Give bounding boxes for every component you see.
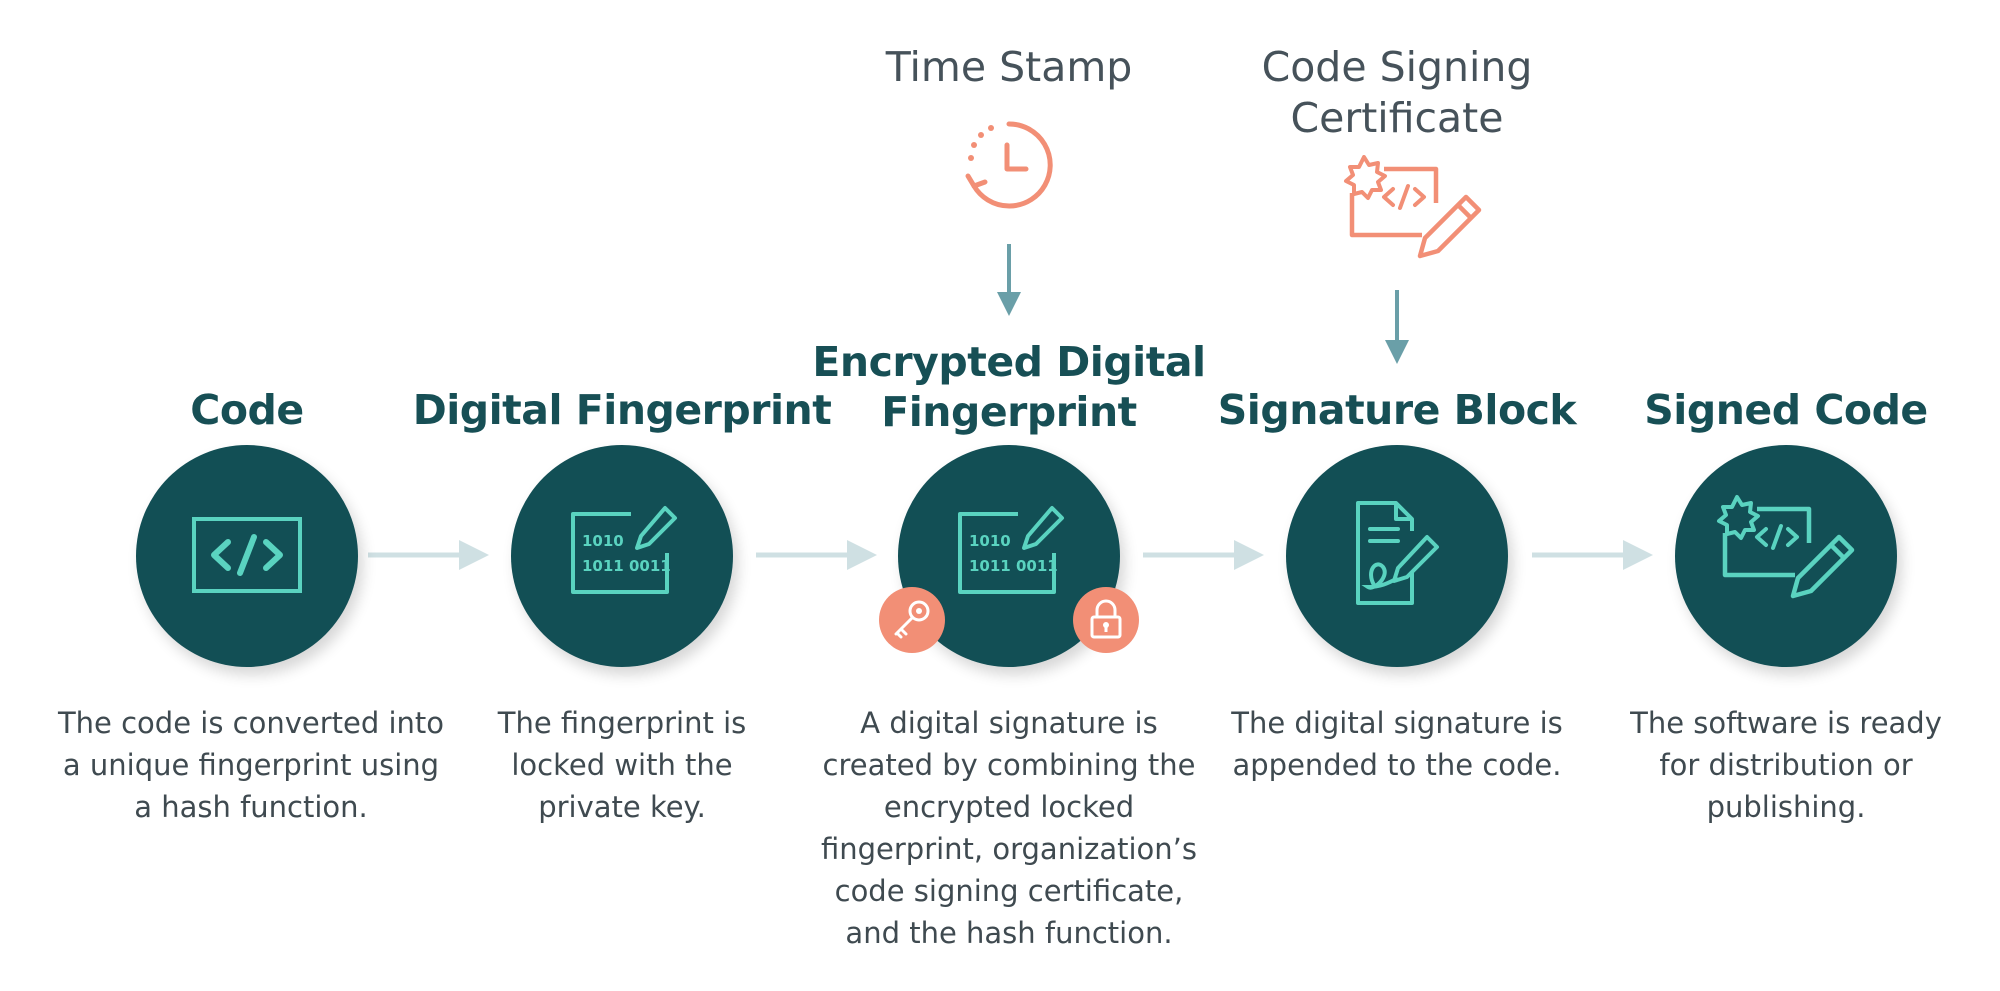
fingerprint-icon: 1010 1011 0011	[571, 506, 677, 594]
fingerprint-bits-line1: 1010	[969, 532, 1011, 550]
description-line: for distribution or	[1659, 748, 1913, 782]
description-line: a hash function.	[134, 790, 368, 824]
description-line: The fingerprint is	[497, 706, 747, 740]
stage-code-description: The code is converted into a unique fing…	[51, 702, 451, 828]
clock-icon	[965, 121, 1053, 209]
stage-title-line1: Encrypted Digital	[812, 338, 1206, 386]
stage-signature-description: The digital signature is appended to the…	[1197, 702, 1597, 786]
key-badge	[879, 587, 945, 653]
stage-fingerprint-description: The fingerprint is locked with the priva…	[422, 702, 822, 828]
signature-document-icon	[1356, 501, 1439, 605]
description-line: private key.	[538, 790, 706, 824]
stage-title-signature-block: Signature Block	[1217, 386, 1577, 434]
time-stamp-label: Time Stamp	[885, 43, 1133, 91]
lock-icon	[1090, 599, 1122, 639]
certificate-label-line2: Certificate	[1290, 94, 1504, 142]
lock-badge	[1073, 587, 1139, 653]
description-line: code signing certificate,	[834, 874, 1184, 908]
code-icon	[192, 517, 302, 593]
description-line: A digital signature is	[860, 706, 1158, 740]
stage-title-encrypted-fingerprint: Encrypted Digital Fingerprint	[799, 337, 1219, 437]
stage-title-signed-code: Signed Code	[1644, 386, 1928, 434]
fingerprint-bits-line1: 1010	[582, 532, 624, 550]
stage-title-digital-fingerprint: Digital Fingerprint	[412, 386, 832, 434]
description-line: locked with the	[511, 748, 733, 782]
stage-signed-description: The software is ready for distribution o…	[1586, 702, 1986, 828]
description-line: appended to the code.	[1232, 748, 1562, 782]
description-line: The digital signature is	[1231, 706, 1563, 740]
stage-encrypted-description: A digital signature is created by combin…	[809, 702, 1209, 954]
stage-fingerprint-circle: 1010 1011 0011	[511, 445, 733, 667]
fingerprint-bits-line2: 1011 0011	[969, 557, 1058, 575]
stage-signed-circle	[1675, 445, 1897, 667]
stage-title-code: Code	[190, 386, 304, 434]
stage-signature-circle	[1286, 445, 1508, 667]
description-line: encrypted locked	[883, 790, 1135, 824]
description-line: The code is converted into	[57, 706, 445, 740]
certificate-icon	[1344, 155, 1482, 259]
fingerprint-bits-line2: 1011 0011	[582, 557, 671, 575]
fingerprint-icon: 1010 1011 0011	[958, 506, 1064, 594]
description-line: a unique fingerprint using	[62, 748, 440, 782]
stage-code-circle	[136, 445, 358, 667]
description-line: created by combining the	[822, 748, 1196, 782]
certificate-label-line1: Code Signing	[1261, 43, 1533, 91]
description-line: The software is ready	[1630, 706, 1942, 740]
description-line: publishing.	[1706, 790, 1866, 824]
description-line: fingerprint, organization’s	[820, 832, 1198, 866]
certificate-icon	[1717, 495, 1855, 599]
certificate-label: Code Signing Certificate	[1177, 42, 1617, 144]
key-icon	[894, 600, 930, 639]
description-line: and the hash function.	[845, 916, 1173, 950]
stage-title-line2: Fingerprint	[881, 388, 1137, 436]
